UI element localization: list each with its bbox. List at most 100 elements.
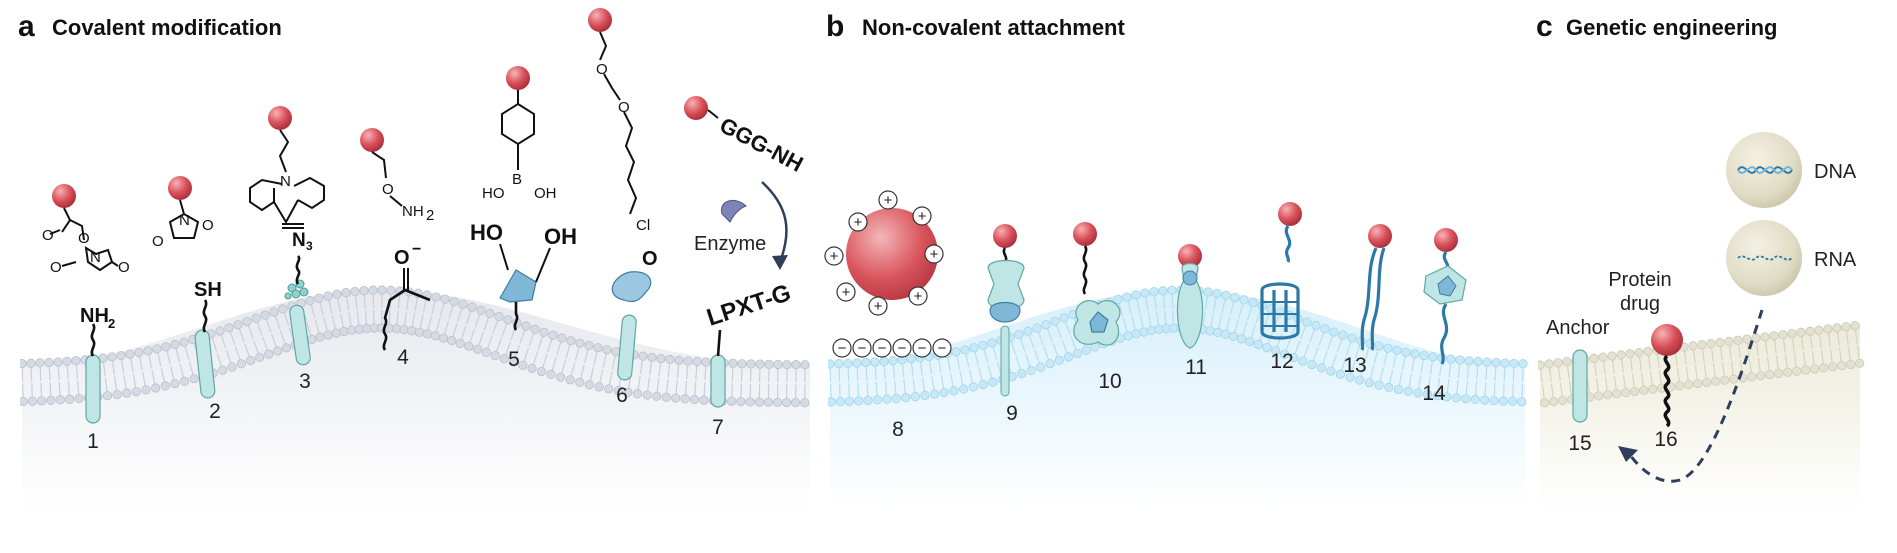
expression-arrow (1626, 309, 1764, 483)
charge-symbol: + (918, 208, 927, 225)
svg-text:O: O (50, 259, 62, 276)
panel-c-letter: c (1536, 10, 1553, 43)
svg-text:3: 3 (306, 239, 313, 253)
panel-a-cell (20, 285, 810, 510)
thiol-label: SH (194, 279, 222, 301)
number-2: 2 (209, 400, 221, 423)
svg-text:N: N (179, 212, 190, 229)
item-14-peptide-anchor (1423, 228, 1467, 365)
svg-text:N: N (280, 173, 291, 190)
reaction-arrow (761, 181, 788, 263)
item-6-halotag: O O O Cl (588, 8, 658, 381)
panel-a-title: Covalent modification (52, 15, 282, 40)
anchor-stalk (1000, 325, 1010, 397)
number-16: 16 (1654, 428, 1677, 451)
protein-drug-label-2: drug (1620, 293, 1660, 315)
halotag-protein (611, 271, 652, 303)
payload-sphere (1434, 228, 1458, 252)
svg-text:O: O (596, 61, 608, 78)
svg-text:B: B (512, 171, 522, 188)
number-13: 13 (1343, 354, 1366, 377)
charge-symbol: − (918, 340, 927, 357)
anchor-label: Anchor (1546, 317, 1610, 339)
charge-symbol: + (930, 246, 939, 263)
item-10-receptor (1073, 222, 1121, 346)
ligand (1089, 311, 1109, 333)
anchor-protein (617, 314, 637, 381)
panel-c-title: Genetic engineering (1566, 15, 1778, 40)
svg-text:O: O (382, 181, 394, 198)
item-5-boronic-diol: HO OH B HO OH (470, 66, 577, 331)
panel-b-letter: b (826, 10, 844, 43)
lipid-anchor (1176, 262, 1204, 349)
svg-text:O: O (78, 230, 90, 247)
charge-symbol: + (914, 288, 923, 305)
charge-symbol: + (830, 248, 839, 265)
cationic-particle (846, 208, 938, 300)
payload-sphere (268, 106, 292, 130)
dna-sphere (1726, 132, 1802, 208)
azide-label: N (292, 230, 306, 251)
number-4: 4 (397, 346, 409, 369)
svg-text:O: O (152, 233, 164, 250)
svg-text:OH: OH (534, 185, 557, 202)
number-11: 11 (1185, 356, 1207, 379)
binder-protein (987, 259, 1025, 310)
payload-sphere (1073, 222, 1097, 246)
sugar-ring (499, 269, 537, 303)
ggg-label: GGG-NH (716, 112, 808, 177)
oxygen-label: O (394, 247, 410, 269)
anchor-protein (289, 304, 311, 366)
svg-text:O: O (618, 99, 630, 116)
item-8-charged-particle: ++++++++ −−−−−− (824, 190, 952, 358)
svg-text:−: − (412, 241, 421, 258)
anchor-protein (1572, 349, 1588, 423)
payload-sphere (684, 96, 708, 120)
svg-text:2: 2 (108, 316, 115, 331)
panel-b-title: Non-covalent attachment (862, 15, 1125, 40)
number-3: 3 (299, 370, 311, 393)
payload-sphere (506, 66, 530, 90)
charge-symbol: − (838, 340, 847, 357)
enzyme-label: Enzyme (694, 233, 766, 255)
target-protein (989, 301, 1021, 323)
svg-text:2: 2 (426, 207, 434, 224)
charge-symbol: − (938, 340, 947, 357)
rna-sphere (1726, 220, 1802, 296)
payload-sphere (360, 128, 384, 152)
negative-charges: −−−−−− (832, 338, 952, 358)
item-1-nhs-amine: NH 2 O O N O O (42, 184, 130, 424)
transmembrane-linker (1663, 354, 1671, 428)
number-14: 14 (1422, 382, 1446, 405)
panel-c-cell (1538, 321, 1865, 510)
number-7: 7 (712, 416, 724, 439)
hydroxyl-1: HO (470, 220, 503, 245)
positive-charges: ++++++++ (824, 190, 944, 316)
svg-text:O: O (118, 259, 130, 276)
protein-drug-label-1: Protein (1608, 269, 1671, 291)
lpxtg-label: LPXT-G (704, 279, 795, 331)
membrane-a (20, 285, 810, 408)
charge-symbol: − (858, 340, 867, 357)
arrow-head (1618, 446, 1638, 462)
item-2-maleimide-thiol: SH N O O (152, 176, 222, 399)
payload-sphere (168, 176, 192, 200)
hydroxyl-2: OH (544, 224, 577, 249)
anchor-protein (710, 354, 726, 408)
charge-symbol: − (878, 340, 887, 357)
payload-sphere (1178, 244, 1202, 268)
svg-text:O: O (202, 217, 214, 234)
charge-symbol: + (884, 192, 893, 209)
payload-sphere (588, 8, 612, 32)
charge-symbol: + (854, 214, 863, 231)
item-12-dna-anchor (1260, 202, 1302, 340)
svg-text:NH: NH (402, 203, 424, 220)
payload-sphere (52, 184, 76, 208)
item-3-dbco-azide: N 3 N (249, 106, 325, 366)
anchor-protein (85, 354, 101, 424)
svg-text:O: O (42, 227, 54, 244)
enzyme-icon (720, 199, 747, 223)
amine-label: NH (80, 305, 109, 327)
number-1: 1 (87, 430, 99, 453)
